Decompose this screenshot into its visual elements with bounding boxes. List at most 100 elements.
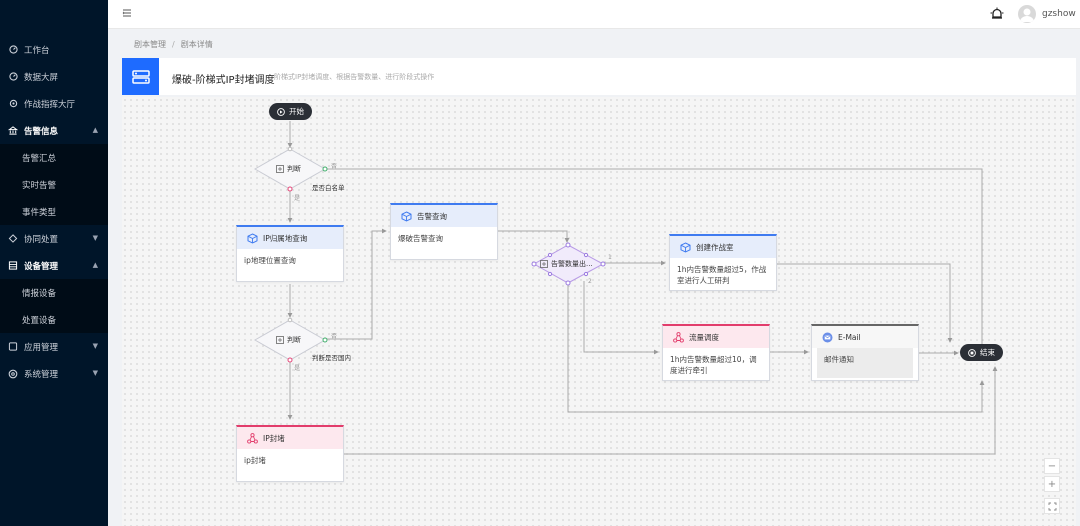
judge-node-2[interactable]: 判断 [276, 335, 301, 345]
zoom-out-button[interactable]: − [1044, 458, 1060, 474]
sidebar-item-label: 处置设备 [22, 315, 57, 326]
node-body: ip地理位置查询 [244, 256, 296, 265]
setting-icon [8, 369, 18, 379]
end-label: 结束 [980, 348, 995, 357]
breadcrumb-separator: / [172, 40, 175, 49]
judge-2-condition: 判断是否国内 [312, 354, 351, 362]
fullscreen-icon [1048, 502, 1057, 511]
cube-icon [680, 241, 691, 253]
alarm-bell-icon[interactable] [990, 7, 1004, 24]
sidebar-item-label: 工作台 [24, 45, 50, 56]
sidebar-item-realtime-alarm[interactable]: 实时告警 [0, 171, 108, 198]
sidebar-item-label: 数据大屏 [24, 72, 59, 83]
cube-icon [247, 232, 258, 244]
email-node[interactable]: E-Mail 邮件通知 [811, 324, 919, 381]
judge-node-1[interactable]: 判断 [276, 164, 301, 174]
sidebar-item-sys-mgmt[interactable]: 系统管理 ▼ [0, 360, 108, 387]
flow-edges [253, 121, 998, 455]
sidebar-item-alarm-info[interactable]: 告警信息 ▲ [0, 117, 108, 144]
sidebar-item-label: 事件类型 [22, 207, 57, 218]
port-yes-1: 是 [294, 195, 301, 202]
branch-icon [276, 165, 284, 173]
sidebar-item-label: 应用管理 [24, 342, 59, 353]
chevron-down-icon: ▼ [92, 342, 98, 350]
appstore-icon [8, 342, 18, 352]
end-node[interactable]: 结束 [960, 344, 1003, 361]
node-title: 告警查询 [417, 211, 447, 221]
sidebar-item-data-screen[interactable]: 数据大屏 [0, 63, 108, 90]
traffic-schedule-node[interactable]: 流量调度 1h内告警数量超过10，调度进行牵引 [662, 324, 770, 381]
node-header: 创建作战室 [670, 236, 776, 258]
play-icon [277, 107, 285, 116]
sidebar-item-disposal-device[interactable]: 处置设备 [0, 306, 108, 333]
cluster-icon [8, 234, 18, 244]
bank-icon [8, 126, 18, 136]
avatar[interactable] [1018, 5, 1036, 23]
sidebar-submenu-alarm: 告警汇总 实时告警 事件类型 [0, 144, 108, 225]
username[interactable]: gzshow [1042, 9, 1076, 19]
chevron-up-icon: ▲ [92, 126, 98, 134]
fit-view-button[interactable] [1044, 498, 1060, 514]
node-body: 1h内告警数量超过10，调度进行牵引 [670, 355, 757, 376]
node-title: 创建作战室 [696, 242, 734, 252]
sidebar-item-label: 实时告警 [22, 180, 57, 191]
breadcrumb-parent[interactable]: 剧本管理 [134, 40, 166, 49]
playbook-icon [122, 58, 159, 95]
topbar: gzshow [108, 0, 1080, 29]
dashboard-icon [8, 72, 18, 82]
mail-icon [822, 332, 833, 343]
port-no-1: 否 [331, 163, 338, 170]
sidebar-item-label: 设备管理 [24, 261, 59, 272]
judge-2-label: 判断 [287, 336, 301, 344]
node-body: 1h内告警数量超过5，作战室进行人工研判 [677, 265, 767, 286]
node-header: 告警查询 [391, 205, 497, 227]
node-title: 流量调度 [689, 332, 719, 342]
sidebar-submenu-device: 情报设备 处置设备 [0, 279, 108, 333]
branch-icon [540, 260, 548, 268]
alarm-query-node[interactable]: 告警查询 爆破告警查询 [390, 203, 498, 260]
sidebar-item-label: 告警信息 [24, 126, 59, 137]
sidebar-item-event-type[interactable]: 事件类型 [0, 198, 108, 225]
ip-geo-query-node[interactable]: IP归属地查询 ip地理位置查询 [236, 225, 344, 282]
chevron-down-icon: ▼ [92, 369, 98, 377]
sidebar-item-collab[interactable]: 协同处置 ▼ [0, 225, 108, 252]
cube-icon [401, 210, 412, 222]
node-header: IP归属地查询 [237, 227, 343, 249]
sidebar-item-app-mgmt[interactable]: 应用管理 ▼ [0, 333, 108, 360]
port-1: 1 [608, 254, 612, 261]
flow-canvas[interactable]: 开始 结束 判断 是否白名单 否 是 判断 判断是否国内 否 是 告警数量出..… [122, 97, 1076, 526]
port-2: 2 [588, 278, 592, 285]
start-node[interactable]: 开始 [269, 103, 312, 120]
ip-block-node[interactable]: IP封堵 ip封堵 [236, 425, 344, 482]
alarm-count-label: 告警数量出... [551, 260, 593, 268]
gear-icon [8, 99, 18, 109]
sidebar-item-label: 协同处置 [24, 234, 59, 245]
sidebar-logo-area [0, 0, 108, 36]
zoom-in-button[interactable]: + [1044, 476, 1060, 492]
flow-ports [287, 146, 606, 363]
sidebar-item-label: 告警汇总 [22, 153, 57, 164]
page-description: 阶梯式IP封堵调度、根据告警数量、进行阶段式操作 [274, 73, 435, 81]
start-label: 开始 [289, 107, 304, 116]
node-body: 爆破告警查询 [398, 234, 443, 243]
branch-icon [276, 336, 284, 344]
sidebar-item-label: 作战指挥大厅 [24, 99, 76, 110]
chevron-down-icon: ▼ [92, 234, 98, 242]
sidebar-item-device-mgmt[interactable]: 设备管理 ▲ [0, 252, 108, 279]
node-header: IP封堵 [237, 427, 343, 449]
sidebar-item-workbench[interactable]: 工作台 [0, 36, 108, 63]
sidebar-item-command-hall[interactable]: 作战指挥大厅 [0, 90, 108, 117]
sidebar-item-label: 情报设备 [22, 288, 57, 299]
port-no-2: 否 [331, 333, 338, 340]
node-body: ip封堵 [244, 456, 266, 465]
sidebar: 工作台 数据大屏 作战指挥大厅 告警信息 ▲ 告警汇总 实时告警 事件类型 协同… [0, 0, 108, 526]
node-title: IP归属地查询 [263, 233, 308, 243]
breadcrumb-current: 剧本详情 [180, 40, 213, 49]
sidebar-item-intel-device[interactable]: 情报设备 [0, 279, 108, 306]
database-icon [8, 261, 18, 271]
alarm-count-node[interactable]: 告警数量出... [540, 259, 593, 269]
sidebar-item-alarm-summary[interactable]: 告警汇总 [0, 144, 108, 171]
war-room-node[interactable]: 创建作战室 1h内告警数量超过5，作战室进行人工研判 [669, 234, 777, 291]
menu-fold-icon[interactable] [122, 8, 132, 18]
node-header: 流量调度 [663, 326, 769, 348]
